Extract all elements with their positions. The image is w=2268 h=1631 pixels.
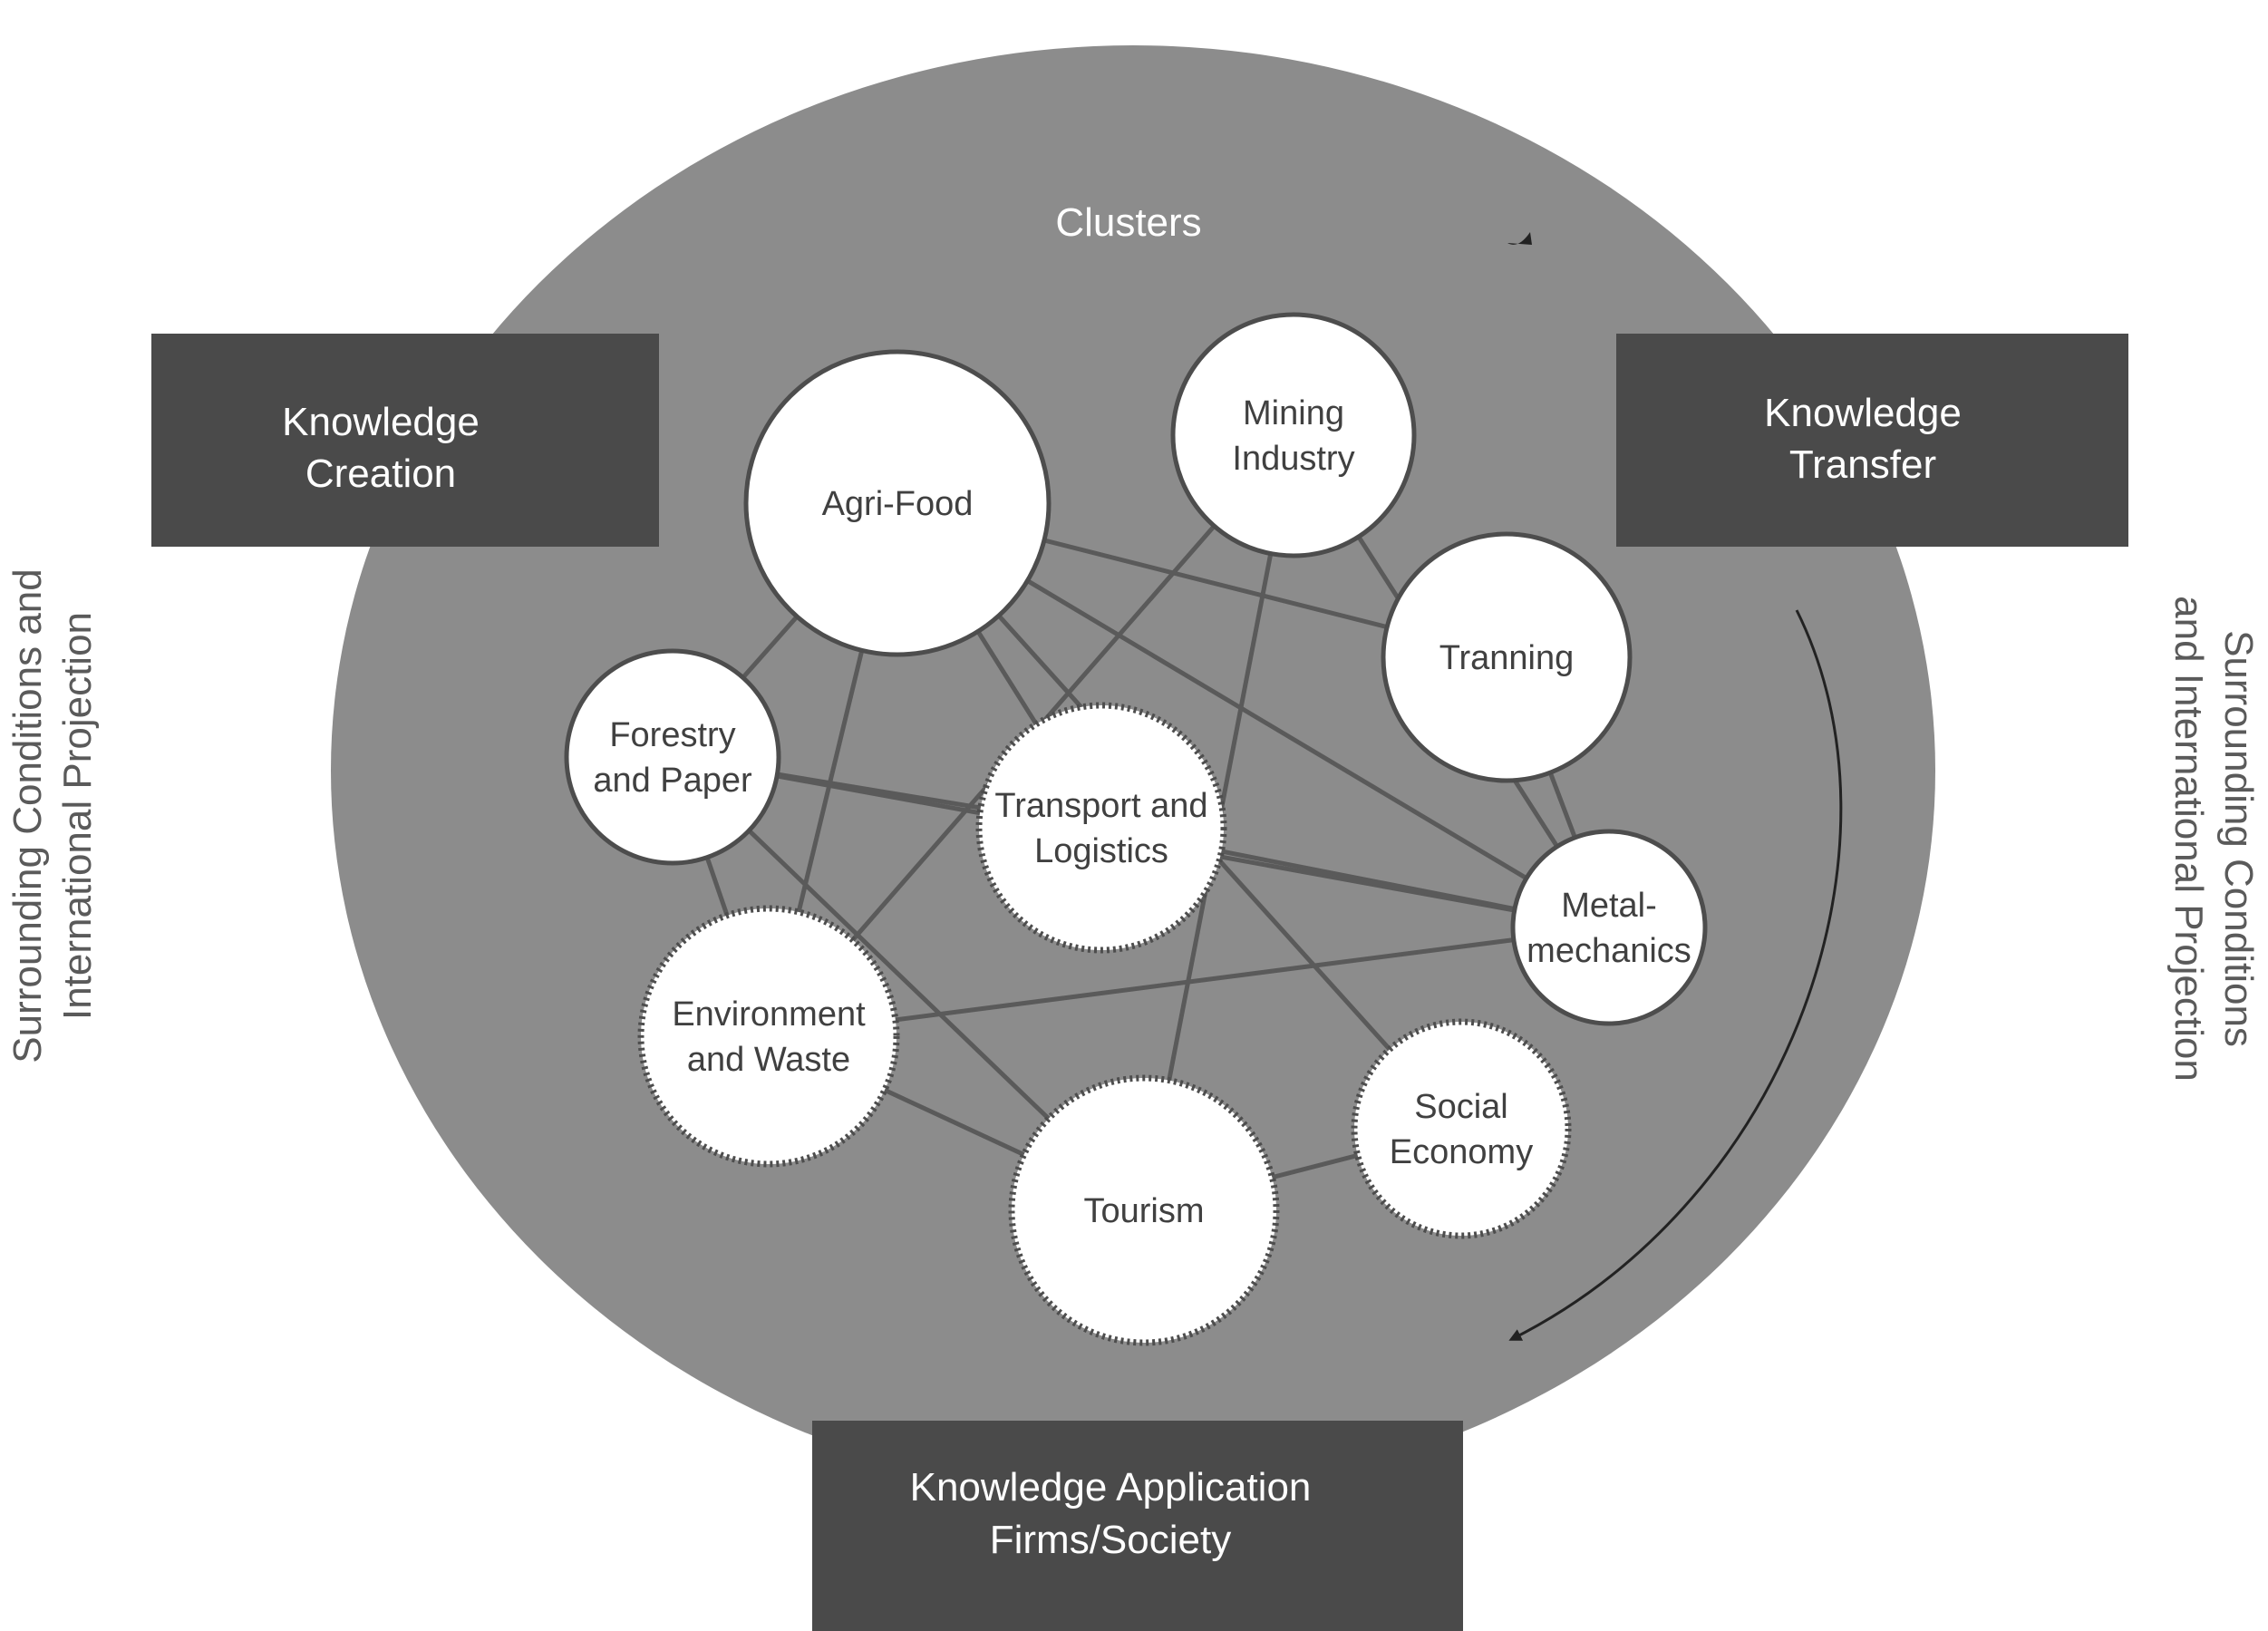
knowledge-transfer-line2: Transfer	[1789, 442, 1936, 487]
knowledge-transfer-line1: Knowledge	[1764, 391, 1962, 435]
node-environment: Environment and Waste	[637, 905, 900, 1168]
knowledge-application-line1: Knowledge Application	[910, 1465, 1312, 1510]
node-circle-environment	[637, 905, 900, 1168]
node-label-metal-1: Metal-	[1561, 887, 1657, 925]
knowledge-creation-line1: Knowledge	[282, 400, 480, 444]
node-circle-training	[1381, 531, 1633, 783]
node-label-mining-1: Mining	[1243, 394, 1344, 432]
node-agri: Agri-Food	[743, 349, 1052, 657]
node-label-transport-2: Logistics	[1034, 832, 1168, 870]
node-circle-transport	[975, 702, 1227, 954]
node-circle-tourism	[1008, 1074, 1280, 1346]
node-label-training-1: Tranning	[1439, 639, 1575, 677]
edge-environment-metal	[768, 925, 1610, 1039]
node-circle-social	[1351, 1018, 1572, 1239]
node-tourism: Tourism	[1008, 1074, 1280, 1346]
node-metal: Metal-mechanics	[1510, 829, 1708, 1026]
node-label-environment-2: and Waste	[687, 1041, 850, 1079]
node-label-forestry-1: Forestry	[609, 716, 735, 754]
node-label-environment-1: Environment	[672, 995, 866, 1034]
tick-mark-icon	[1507, 232, 1532, 245]
node-label-mining-2: Industry	[1232, 440, 1354, 478]
right-side-line2: and International Projection	[2166, 596, 2211, 1082]
node-label-tourism-1: Tourism	[1083, 1192, 1204, 1230]
right-side-line1: Surrounding Conditions	[2216, 630, 2261, 1047]
node-forestry: Forestry and Paper	[564, 648, 781, 866]
transfer-arrow-icon	[1508, 609, 1843, 1341]
node-training: Tranning	[1381, 531, 1633, 783]
knowledge-transfer-box: Knowledge Transfer	[1616, 334, 2128, 547]
left-side-line1: Surrounding Conditions and	[5, 568, 50, 1063]
node-label-social-2: Economy	[1390, 1133, 1533, 1171]
left-side-label: Surrounding Conditions and International…	[5, 568, 100, 1063]
node-circle-forestry	[564, 648, 781, 866]
node-label-social-1: Social	[1414, 1088, 1508, 1126]
knowledge-creation-line2: Creation	[305, 451, 456, 496]
node-circle-mining	[1170, 312, 1417, 558]
node-label-agri-1: Agri-Food	[822, 485, 974, 523]
node-circle-agri	[743, 349, 1052, 657]
knowledge-application-box: Knowledge Application Firms/Society	[812, 1421, 1463, 1631]
node-circle-metal	[1510, 829, 1708, 1026]
left-side-line2: International Projection	[55, 612, 100, 1020]
clusters-title: Clusters	[1055, 200, 1201, 245]
node-label-metal-2: mechanics	[1527, 932, 1691, 970]
right-side-label: Surrounding Conditions and International…	[2166, 596, 2261, 1082]
knowledge-creation-box: Knowledge Creation	[151, 334, 659, 547]
node-label-transport-1: Transport and	[994, 787, 1207, 825]
node-label-forestry-2: and Paper	[593, 762, 752, 800]
knowledge-application-line2: Firms/Society	[990, 1518, 1231, 1562]
